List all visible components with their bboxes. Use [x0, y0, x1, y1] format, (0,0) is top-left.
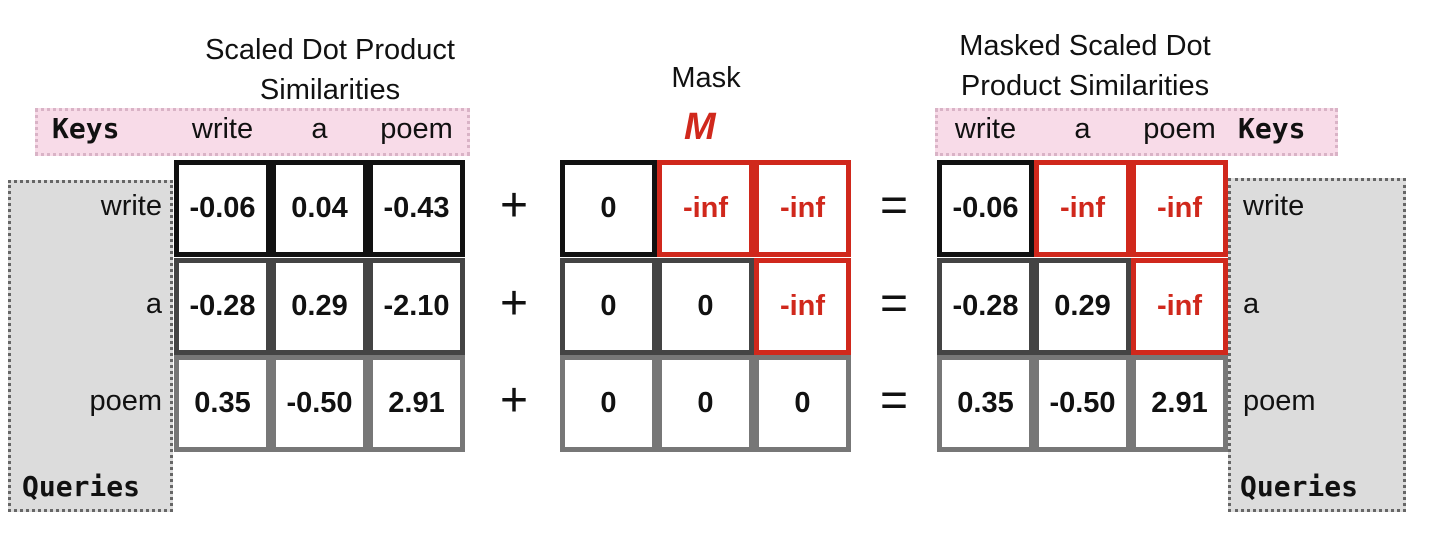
- right-key-label: poem: [1143, 113, 1216, 145]
- right-title: Masked Scaled Dot Product Similarities: [900, 26, 1270, 106]
- plus-operator: +: [500, 179, 529, 232]
- right-title-line1: Masked Scaled Dot: [959, 30, 1211, 62]
- left-key-label: write: [191, 113, 254, 145]
- right-cell: -0.50: [1034, 355, 1131, 452]
- right-key-label: a: [1074, 113, 1091, 145]
- equals-operator: =: [880, 277, 909, 330]
- left-cell: 0.04: [271, 160, 368, 257]
- right-keys-label: Keys: [1238, 112, 1306, 145]
- right-queries-label: Queries: [1240, 470, 1359, 503]
- equals-operator: =: [880, 374, 909, 427]
- left-cell: 0.29: [271, 258, 368, 355]
- right-cell: -inf: [1034, 160, 1131, 257]
- mask-title: Mask: [671, 62, 741, 94]
- left-query-label: poem: [89, 385, 162, 417]
- left-cell: -0.50: [271, 355, 368, 452]
- left-title-line2: Similarities: [259, 74, 401, 106]
- right-queries-box: [1228, 178, 1406, 512]
- left-queries-label: Queries: [22, 470, 141, 503]
- equals-operator: =: [880, 179, 909, 232]
- left-title: Scaled Dot Product Similarities: [160, 30, 500, 110]
- left-title-line1: Scaled Dot Product: [205, 34, 455, 66]
- mask-cell: 0: [657, 258, 754, 355]
- mask-cell: 0: [560, 258, 657, 355]
- right-query-label: poem: [1243, 385, 1316, 417]
- left-cell: -0.43: [368, 160, 465, 257]
- mask-cell: 0: [657, 355, 754, 452]
- right-keys-box: [935, 108, 1338, 156]
- mask-cell: -inf: [754, 160, 851, 257]
- left-key-label: a: [311, 113, 328, 145]
- left-keys-label: Keys: [52, 112, 120, 145]
- mask-cell: -inf: [754, 258, 851, 355]
- left-cell: 2.91: [368, 355, 465, 452]
- right-title-line2: Product Similarities: [960, 70, 1210, 102]
- right-cell: 0.29: [1034, 258, 1131, 355]
- right-cell: -0.06: [937, 160, 1034, 257]
- right-cell: 2.91: [1131, 355, 1228, 452]
- right-key-label: write: [954, 113, 1017, 145]
- left-cell: 0.35: [174, 355, 271, 452]
- mask-cell: 0: [560, 160, 657, 257]
- right-cell: -0.28: [937, 258, 1034, 355]
- plus-operator: +: [500, 374, 529, 427]
- right-cell: 0.35: [937, 355, 1034, 452]
- right-cell: -inf: [1131, 258, 1228, 355]
- left-cell: -2.10: [368, 258, 465, 355]
- left-queries-box: [8, 180, 173, 512]
- left-cell: -0.06: [174, 160, 271, 257]
- right-cell: -inf: [1131, 160, 1228, 257]
- right-query-label: write: [1243, 190, 1305, 222]
- left-key-label: poem: [380, 113, 453, 145]
- mask-cell: 0: [754, 355, 851, 452]
- mask-symbol: M: [684, 106, 716, 148]
- left-cell: -0.28: [174, 258, 271, 355]
- mask-cell: -inf: [657, 160, 754, 257]
- left-query-label: write: [100, 190, 162, 222]
- left-keys-box: [35, 108, 470, 156]
- left-query-label: a: [145, 288, 162, 320]
- plus-operator: +: [500, 277, 529, 330]
- right-query-label: a: [1243, 288, 1260, 320]
- mask-cell: 0: [560, 355, 657, 452]
